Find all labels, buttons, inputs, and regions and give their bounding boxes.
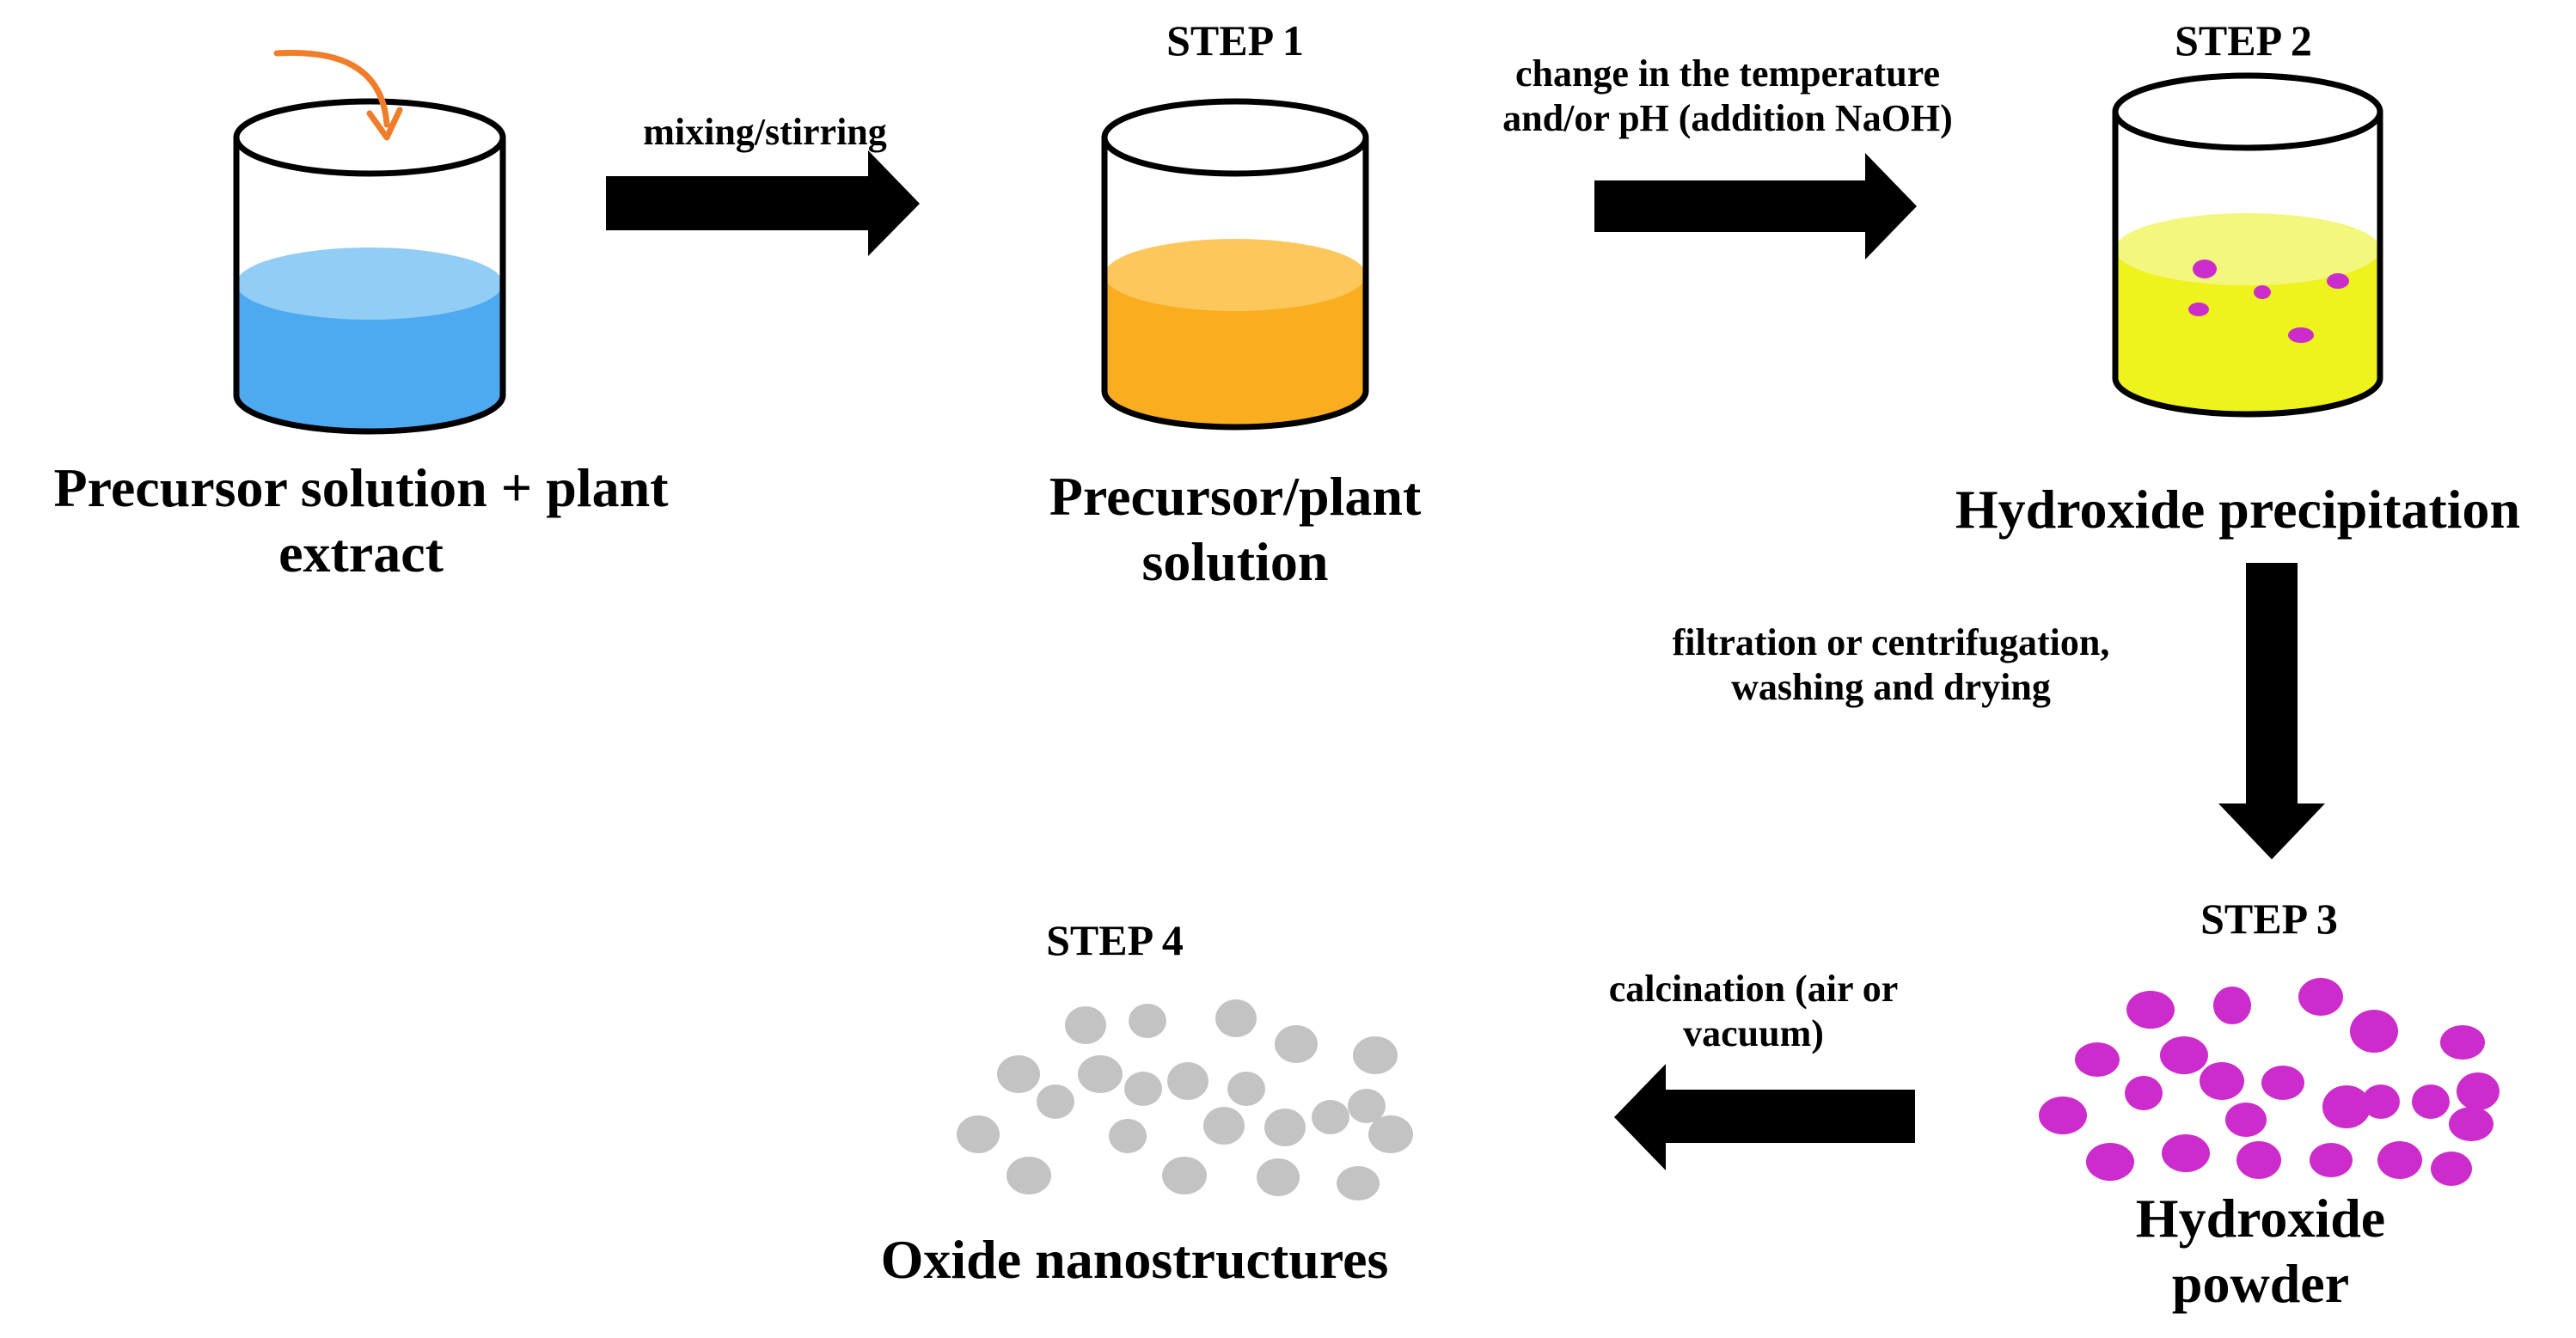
beaker-start-icon	[233, 98, 506, 435]
step1-caption: Precursor/plant solution	[977, 464, 1493, 594]
arrow-filtration	[2218, 563, 2325, 859]
temperature-arrow-label: change in the temperature and/or pH (add…	[1418, 52, 2037, 141]
step1-title: STEP 1	[1166, 16, 1304, 64]
step3-title: STEP 3	[2200, 895, 2338, 943]
step2-caption: Hydroxide precipitation	[1955, 479, 2521, 540]
start-caption-line2: extract	[278, 522, 444, 583]
mixing-arrow-label: mixing/stirring	[643, 111, 887, 153]
orange-liquid	[1104, 275, 1366, 427]
stir-curved-arrow-icon	[273, 49, 403, 141]
beaker-step2-icon	[2112, 72, 2383, 418]
step4-caption: Oxide nanostructures	[880, 1229, 1389, 1290]
beaker-rim	[1101, 98, 1369, 177]
yellow-liquid	[2115, 249, 2380, 414]
step1-caption-line2: solution	[1141, 530, 1329, 592]
arrow-mixing	[606, 150, 920, 256]
step2-title: STEP 2	[2175, 16, 2312, 64]
block-arrow-icon	[606, 150, 2325, 1170]
start-caption: Precursor solution + plant extract	[0, 455, 722, 585]
hydroxide-powder-icon	[2039, 978, 2500, 1186]
step3-caption-line2: powder	[2171, 1252, 2350, 1314]
filtration-label-line2: washing and drying	[1731, 665, 2051, 708]
beaker-step1-icon	[1101, 98, 1369, 431]
start-caption-line1: Precursor solution + plant	[53, 457, 669, 518]
blue-liquid	[236, 284, 503, 431]
step3-caption: Hydroxide powder	[2089, 1186, 2432, 1316]
step4-title: STEP 4	[1046, 916, 1184, 964]
oxide-nanostructures-icon	[957, 999, 1413, 1201]
filtration-arrow-label: filtration or centrifugation, washing an…	[1590, 620, 2192, 710]
calcination-arrow-label: calcination (air or vacuum)	[1539, 967, 1968, 1056]
arrow-temperature	[1594, 153, 1917, 260]
orange-liquid-surface	[1104, 239, 1366, 311]
yellow-liquid-surface	[2115, 213, 2380, 285]
step1-caption-line1: Precursor/plant	[1049, 466, 1422, 527]
step3-caption-line1: Hydroxide	[2135, 1188, 2386, 1249]
filtration-label-line1: filtration or centrifugation,	[1672, 621, 2110, 663]
temperature-label-line1: change in the temperature	[1514, 52, 1941, 95]
temperature-label-line2: and/or pH (addition NaOH)	[1502, 96, 1953, 139]
blue-liquid-surface	[236, 247, 503, 320]
calcination-label-line1: calcination (air or	[1608, 968, 1899, 1010]
precipitate-particles	[2188, 260, 2349, 343]
calcination-label-line2: vacuum)	[1683, 1011, 1824, 1054]
beaker-rim	[2112, 72, 2383, 151]
arrow-calcination	[1614, 1064, 1915, 1170]
